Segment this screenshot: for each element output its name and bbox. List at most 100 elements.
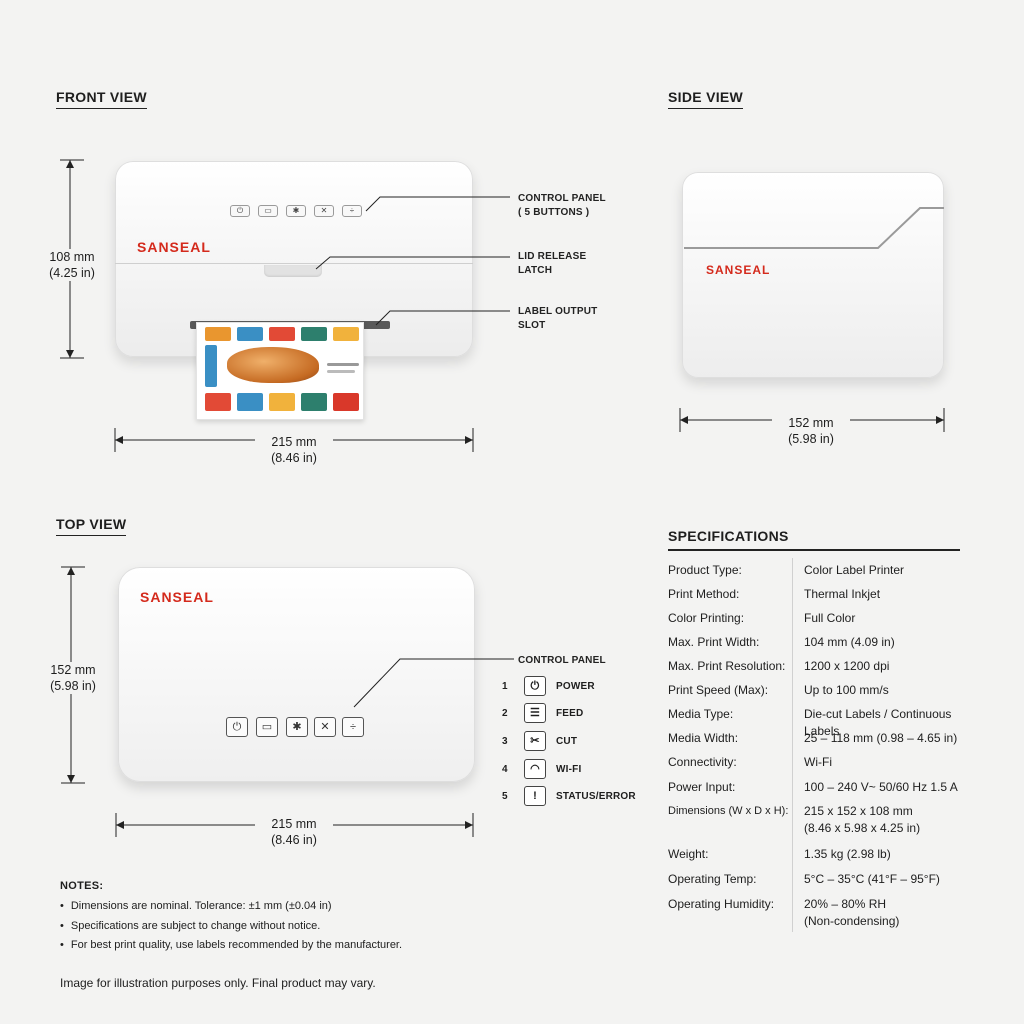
side-depth-mm: 152 mm [788, 416, 834, 430]
front-power-button[interactable]: ⏻ [230, 205, 250, 217]
spec-value: Full Color [804, 611, 856, 625]
wifi-icon: ◠ [524, 759, 546, 779]
front-status-button[interactable]: ÷ [342, 205, 362, 217]
label-text-line [327, 370, 355, 373]
spec-label: Weight: [668, 847, 709, 861]
legend-power: 1 ⏻ POWER [502, 675, 595, 697]
spec-label: Color Printing: [668, 611, 745, 625]
side-depth-label: 152 mm (5.98 in) [772, 415, 850, 447]
legend-number: 2 [502, 707, 508, 719]
callout-control-panel-line2: ( 5 BUTTONS ) [518, 207, 590, 218]
spec-label: Print Method: [668, 587, 740, 601]
label-tile [301, 393, 327, 411]
top-width-mm: 215 mm [271, 817, 317, 831]
disclaimer-text: Image for illustration purposes only. Fi… [60, 976, 376, 990]
top-width-in: (8.46 in) [271, 833, 317, 847]
note-item: Specifications are subject to change wit… [60, 920, 320, 932]
brand-logo-top: SANSEAL [140, 589, 214, 605]
side-depth-in: (5.98 in) [788, 432, 834, 446]
spec-label: Max. Print Width: [668, 635, 760, 649]
legend-label: POWER [556, 680, 595, 692]
panel-power-button[interactable]: ⏻ [226, 717, 248, 737]
legend-number: 5 [502, 790, 508, 802]
brand-logo-front: SANSEAL [137, 239, 211, 255]
top-depth-mm: 152 mm [50, 663, 96, 677]
spec-label: Operating Temp: [668, 872, 757, 886]
front-width-in: (8.46 in) [271, 451, 317, 465]
callout-slot-line2: SLOT [518, 320, 546, 331]
panel-wifi-button[interactable]: ✕ [314, 717, 336, 737]
printer-top-body: SANSEAL ⏻ ▭ ✱ ✕ ÷ [118, 567, 475, 782]
printed-label-sheet [196, 322, 364, 420]
feed-icon: ☰ [524, 703, 546, 723]
panel-feed-button[interactable]: ▭ [256, 717, 278, 737]
label-tile [237, 393, 263, 411]
spec-label: Max. Print Resolution: [668, 659, 786, 673]
spec-value: Thermal Inkjet [804, 587, 881, 601]
spec-value: 104 mm (4.09 in) [804, 635, 895, 649]
legend-cut: 3 ✂ CUT [502, 730, 577, 752]
callout-control-panel: CONTROL PANEL ( 5 BUTTONS ) [518, 192, 606, 220]
label-tile [269, 393, 295, 411]
spec-label: Product Type: [668, 563, 742, 577]
label-tile [205, 345, 217, 387]
legend-status: 5 ! STATUS/ERROR [502, 785, 636, 807]
label-tile [205, 393, 231, 411]
legend-label: WI-FI [556, 763, 582, 775]
bread-image [227, 347, 319, 383]
panel-cut-button[interactable]: ✱ [286, 717, 308, 737]
spec-value: 1.35 kg (2.98 lb) [804, 847, 891, 861]
legend-label: CUT [556, 735, 578, 747]
front-feed-button[interactable]: ▭ [258, 205, 278, 217]
note-item: For best print quality, use labels recom… [60, 939, 402, 951]
specifications-rule [668, 549, 960, 551]
spec-value: Wi-Fi [804, 755, 832, 769]
label-tile [205, 327, 231, 341]
brand-logo-side: SANSEAL [706, 263, 771, 277]
spec-label: Operating Humidity: [668, 897, 775, 911]
front-view-title: FRONT VIEW [56, 89, 147, 109]
lid-release-latch[interactable] [264, 265, 322, 277]
spec-label: Connectivity: [668, 755, 737, 769]
legend-number: 4 [502, 763, 508, 775]
callout-label-output: LABEL OUTPUT SLOT [518, 305, 597, 333]
legend-wifi: 4 ◠ WI-FI [502, 758, 581, 780]
top-depth-label: 152 mm (5.98 in) [40, 662, 106, 694]
callout-lid-line1: LID RELEASE [518, 251, 587, 262]
callout-slot-line1: LABEL OUTPUT [518, 306, 598, 317]
callout-control-panel-line1: CONTROL PANEL [518, 193, 606, 204]
panel-status-button[interactable]: ÷ [342, 717, 364, 737]
note-item: Dimensions are nominal. Tolerance: ±1 mm… [60, 900, 332, 912]
label-text-line [327, 363, 359, 366]
legend-feed: 2 ☰ FEED [502, 702, 583, 724]
front-height-mm: 108 mm [49, 250, 95, 264]
label-tile [237, 327, 263, 341]
notes-title: NOTES: [60, 880, 104, 892]
top-depth-in: (5.98 in) [50, 679, 96, 693]
front-cut-button[interactable]: ✱ [286, 205, 306, 217]
spec-label: Media Type: [668, 707, 734, 721]
spec-value: Color Label Printer [804, 563, 905, 577]
spec-value: 1200 x 1200 dpi [804, 659, 890, 673]
spec-value: 100 – 240 V~ 50/60 Hz 1.5 A [804, 780, 958, 794]
cut-icon: ✂ [524, 731, 546, 751]
spec-label: Dimensions (W x D x H): [668, 805, 789, 817]
spec-value: Die-cut Labels / Continuous Labels [804, 707, 952, 738]
front-wifi-button[interactable]: ✕ [314, 205, 334, 217]
legend-number: 1 [502, 680, 508, 692]
spec-label: Media Width: [668, 731, 739, 745]
status-icon: ! [524, 786, 546, 806]
callout-lid-release: LID RELEASE LATCH [518, 250, 586, 278]
front-width-label: 215 mm (8.46 in) [255, 434, 333, 466]
label-tile [301, 327, 327, 341]
legend-label: STATUS/ERROR [556, 790, 636, 802]
legend-number: 3 [502, 735, 508, 747]
spec-value: 25 – 118 mm (0.98 – 4.65 in) [804, 731, 958, 745]
spec-value: 5°C – 35°C (41°F – 95°F) [804, 872, 940, 886]
front-width-mm: 215 mm [271, 435, 317, 449]
front-callout-lines [315, 196, 510, 326]
power-icon: ⏻ [524, 676, 546, 696]
spec-value: Up to 100 mm/s [804, 683, 889, 697]
front-height-label: 108 mm (4.25 in) [40, 249, 104, 281]
label-tile [333, 393, 359, 411]
